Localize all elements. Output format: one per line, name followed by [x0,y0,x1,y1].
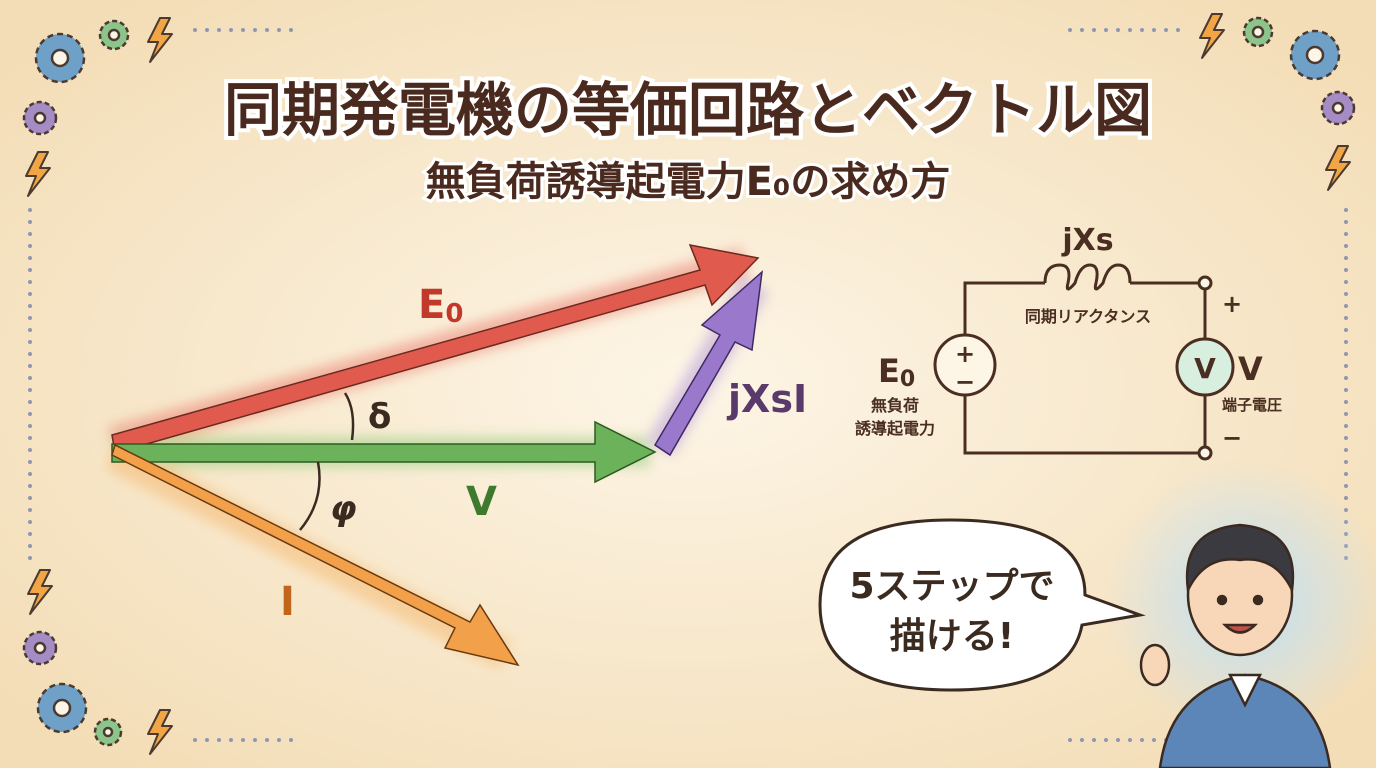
source-minus: − [955,368,975,396]
source-label: E0 [878,352,915,392]
speech-bubble: 5ステップで 描ける! [818,518,1146,692]
voltmeter [1175,337,1235,397]
voltage-source [933,333,997,397]
jxsi-label: jXsI [726,377,807,421]
v-label: V [466,479,497,525]
page-subtitle: 無負荷誘導起電力E₀の求め方 [426,159,951,205]
source-caption-2: 誘導起電力 [855,419,935,438]
reactance-label: jXs [1061,223,1113,258]
terminal-bottom [1197,445,1213,461]
i-vector-arrow [111,443,520,667]
terminal-voltage-caption: 端子電圧 [1222,396,1282,414]
e0-vector-arrow [111,244,760,454]
terminal-top [1197,275,1213,291]
i-label: I [280,579,295,625]
delta-label: δ [368,397,391,437]
delta-angle-arc [343,392,355,441]
e0-label: E0 [418,282,463,329]
dotted-border [28,28,1348,742]
source-caption-1: 無負荷 [871,396,919,415]
bubble-line-1: 5ステップで [849,566,1054,607]
lightning-icon [147,709,173,755]
terminal-minus: − [1222,424,1242,452]
source-plus: + [955,340,975,368]
phasor-diagram: E0 δ V φ I jXsI [105,244,807,669]
terminal-plus: + [1222,290,1242,318]
reactance-caption: 同期リアクタンス [1025,307,1151,326]
inductor-symbol [1043,263,1132,291]
voltmeter-symbol: V [1194,352,1216,385]
jxsi-vector-arrow [653,270,763,457]
lightning-icon [147,17,173,63]
page-title: 同期発電機の等価回路とベクトル図 [224,76,1152,144]
phi-label: φ [330,489,357,529]
v-vector-arrow [111,420,657,484]
phi-angle-arc [299,461,321,531]
lightning-icon [27,569,53,615]
lightning-icon [1199,13,1225,59]
bubble-line-2: 描ける! [890,616,1014,657]
terminal-voltage-label: V [1238,350,1263,388]
lightning-icon [25,151,51,197]
equivalent-circuit [933,263,1235,461]
lightning-icon [1325,145,1351,191]
engineer-character [1139,523,1332,768]
